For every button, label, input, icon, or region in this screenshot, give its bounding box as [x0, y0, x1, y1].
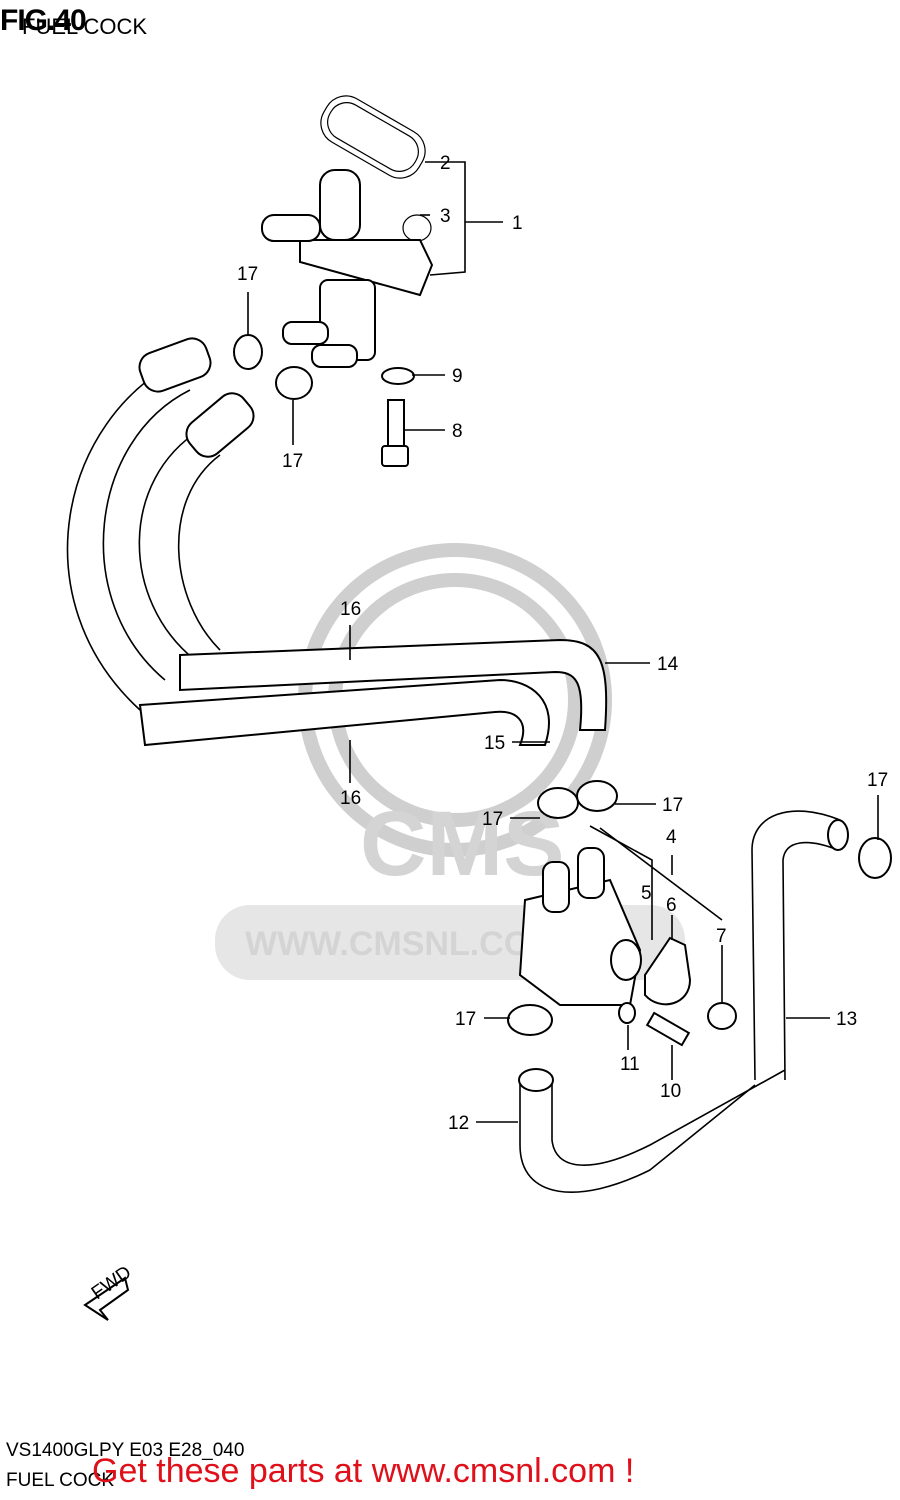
- callout-7: 7: [716, 926, 727, 947]
- clamp-low: [507, 1004, 553, 1036]
- callout-14: 14: [657, 654, 679, 675]
- watermark-brand: CMS: [360, 793, 564, 895]
- callout-17a: 17: [237, 264, 258, 285]
- model-code: VS1400GLPY E03 E28_040: [6, 1440, 245, 1461]
- callout-17c: 17: [867, 770, 888, 791]
- fwd-arrow: FWD: [83, 1262, 135, 1321]
- callout-1: 1: [512, 213, 523, 234]
- pipe-15: [138, 678, 550, 747]
- footer-title: FUEL COCK: [6, 1470, 115, 1491]
- callout-17b: 17: [282, 451, 303, 472]
- callout-13: 13: [836, 1009, 857, 1030]
- oring-small: [402, 214, 432, 242]
- hose-13: [751, 810, 849, 1081]
- callout-4: 4: [666, 827, 677, 848]
- hose-12: [518, 1068, 786, 1193]
- callout-2: 2: [440, 153, 451, 174]
- figure-subtitle: FUEL COCK: [22, 14, 148, 39]
- fuel-cock-top: [261, 169, 434, 368]
- callout-11: 11: [620, 1054, 640, 1075]
- callout-12: 12: [448, 1113, 469, 1134]
- callout-3: 3: [440, 206, 451, 227]
- promo-link[interactable]: Get these parts at www.cmsnl.com !: [92, 1452, 635, 1490]
- callout-17f: 17: [455, 1009, 476, 1030]
- watermark-url: WWW.CMSNL.COM: [245, 925, 559, 963]
- callout-10: 10: [660, 1081, 681, 1102]
- bolt-8: [381, 399, 409, 467]
- callout-5: 5: [641, 883, 652, 904]
- callout-17d: 17: [482, 809, 503, 830]
- callout-6: 6: [666, 895, 677, 916]
- callout-8: 8: [452, 421, 463, 442]
- pipe-14: [179, 638, 608, 731]
- fuel-valve-body: [518, 847, 642, 1006]
- clamp-top-1: [233, 334, 263, 370]
- washer: [381, 367, 415, 385]
- figure-title: FIG.40: [0, 4, 87, 37]
- hose-outer: [66, 337, 212, 711]
- screw-7: [707, 1002, 737, 1030]
- clamp-mid-2: [576, 780, 618, 812]
- callout-15: 15: [484, 733, 505, 754]
- washer-11: [618, 1002, 636, 1024]
- clamp-top-2: [275, 366, 313, 400]
- callout-16b: 16: [340, 788, 361, 809]
- leader-lines: [247, 161, 879, 1123]
- bolt-10: [645, 1011, 691, 1047]
- callout-17e: 17: [662, 795, 683, 816]
- fuel-valve-lever: [644, 936, 692, 1006]
- gasket-oring: [320, 95, 426, 179]
- callout-9: 9: [452, 366, 463, 387]
- clamp-right: [858, 837, 892, 879]
- clamp-mid-1: [537, 787, 579, 819]
- callouts: 1 2 3 9 8 17 17 16 14 15 16 17 17 17 4 5…: [237, 153, 888, 1134]
- hose-inner: [138, 392, 255, 661]
- callout-16a: 16: [340, 599, 361, 620]
